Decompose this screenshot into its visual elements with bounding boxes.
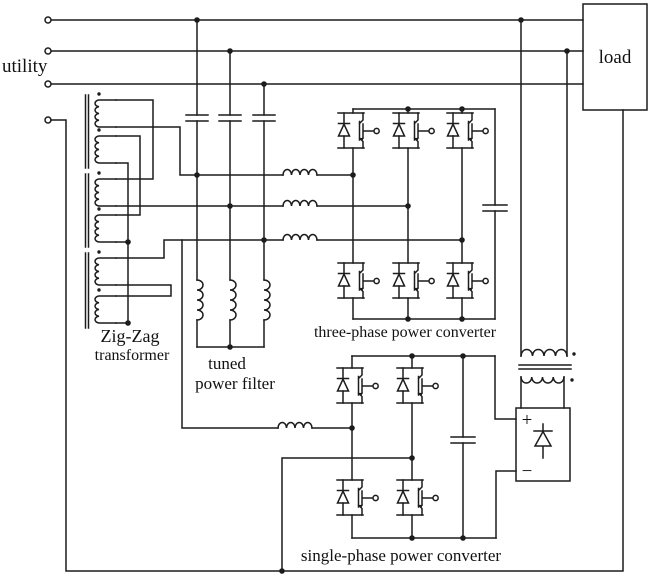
filter-inductor-2 xyxy=(229,279,237,321)
single-phase-converter-label: single-phase power converter xyxy=(301,546,501,565)
phase-inductor-3 xyxy=(282,233,318,241)
polarity-dots xyxy=(97,92,101,292)
junction-dots xyxy=(125,17,570,574)
zigzag-link-w1-w3 xyxy=(115,99,154,180)
utility-terminal-a xyxy=(44,16,52,24)
igbt-cell xyxy=(396,367,439,404)
core-bars xyxy=(84,94,90,329)
igbt-cell xyxy=(446,112,489,149)
filter-label-line2: power filter xyxy=(195,374,275,393)
phase-feeders xyxy=(115,126,463,259)
isolation-transformer xyxy=(518,19,576,409)
utility-terminal-c xyxy=(44,80,52,88)
winding-5 xyxy=(94,257,117,286)
phase-3-wire xyxy=(115,239,463,259)
filter-label-line1: tuned xyxy=(208,354,246,373)
phase-inductor-2 xyxy=(282,199,318,207)
load-block xyxy=(582,3,648,111)
rectifier-minus-label: − xyxy=(522,461,533,482)
filter-inductor-3 xyxy=(263,279,271,321)
igbt-cell xyxy=(336,479,379,516)
core-bars xyxy=(518,364,572,370)
neutral-return-wire xyxy=(50,109,624,572)
dc-link-capacitor xyxy=(450,436,476,444)
single-phase-converter xyxy=(181,239,517,572)
capacitor-3 xyxy=(252,114,276,122)
igbt-cell xyxy=(392,112,435,149)
plus-output-wire xyxy=(494,355,517,420)
igbt-cell xyxy=(396,479,439,516)
filter-capacitor-branches xyxy=(185,19,276,348)
rectifier-box xyxy=(515,407,571,482)
filter-inductor-1 xyxy=(196,279,204,321)
utility-label: utility xyxy=(2,56,48,77)
winding-6 xyxy=(94,295,117,324)
three-phase-converter xyxy=(337,108,508,320)
utility-terminal-b xyxy=(44,47,52,55)
winding-2 xyxy=(94,135,117,164)
capacitor-1 xyxy=(185,114,209,122)
ac-return-wire xyxy=(281,457,413,572)
secondary-leads xyxy=(520,376,565,409)
winding-4 xyxy=(94,214,117,243)
zigzag-label-line2: transformer xyxy=(95,347,170,364)
rectifier-outline xyxy=(515,407,571,482)
igbt-cell xyxy=(446,262,489,299)
phase-inductor-1 xyxy=(282,168,318,176)
igbt-cell xyxy=(336,367,379,404)
winding-1 xyxy=(94,99,117,128)
load-outline xyxy=(582,3,648,111)
dc-link-capacitor xyxy=(482,204,508,212)
capacitor-2 xyxy=(218,114,242,122)
utility-terminal-neutral xyxy=(44,116,52,124)
igbt-cell xyxy=(392,262,435,299)
winding-3 xyxy=(94,178,117,207)
secondary-winding xyxy=(520,376,565,384)
ac-feed-wire xyxy=(181,239,353,429)
zigzag-label-line1: Zig-Zag xyxy=(101,326,160,346)
zigzag-link-w5-w6 xyxy=(115,284,172,297)
igbt-cell xyxy=(337,112,380,149)
phase-1-wire xyxy=(115,126,354,176)
utility-bus xyxy=(44,16,624,572)
load-label: load xyxy=(599,47,632,68)
three-phase-converter-label: three-phase power converter xyxy=(314,324,497,341)
igbt-cell xyxy=(337,262,380,299)
zigzag-transformer xyxy=(84,92,172,329)
primary-winding xyxy=(520,348,568,357)
minus-output-wire xyxy=(495,470,517,539)
diode-icon xyxy=(533,423,553,459)
ac-feed-inductor xyxy=(277,421,313,429)
polarity-dots xyxy=(570,352,576,382)
rectifier-plus-label: + xyxy=(522,410,533,431)
